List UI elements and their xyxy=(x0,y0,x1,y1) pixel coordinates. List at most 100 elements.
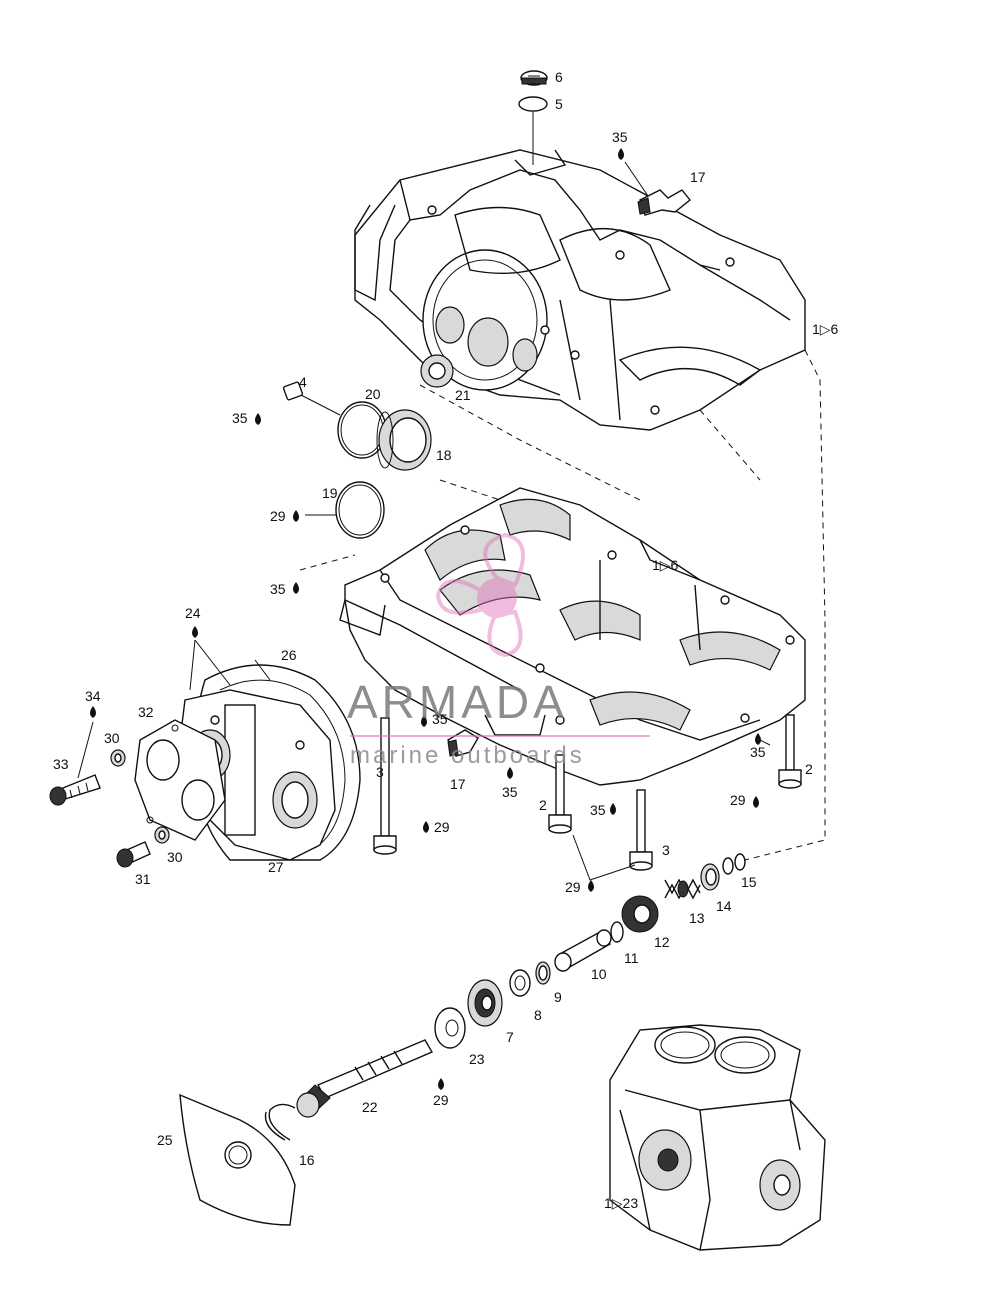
callout-3: 3 xyxy=(376,764,384,780)
circlip-part-16 xyxy=(264,1103,296,1141)
callout-35: 35 xyxy=(232,410,248,426)
drop-icon xyxy=(588,880,594,892)
drive-shaft-part-22 xyxy=(296,1039,434,1118)
flywheel-plate-part-25 xyxy=(179,1093,296,1226)
callout-12: 12 xyxy=(654,934,670,950)
callout-35: 35 xyxy=(270,581,286,597)
callout-3: 3 xyxy=(662,842,670,858)
callout-14: 14 xyxy=(716,898,732,914)
callout-2: 2 xyxy=(805,761,813,777)
drop-icon xyxy=(421,715,427,727)
washer-part-14 xyxy=(700,863,720,891)
callout-29: 29 xyxy=(433,1092,449,1108)
callout-8: 8 xyxy=(534,1007,542,1023)
washer-part-30-a xyxy=(110,749,126,767)
callout-24: 24 xyxy=(185,605,201,621)
callout-35: 35 xyxy=(432,711,448,727)
spring-part-13 xyxy=(664,878,701,900)
callout-30: 30 xyxy=(167,849,183,865)
callout-32: 32 xyxy=(138,704,154,720)
callout-35: 35 xyxy=(590,802,606,818)
callout-5: 5 xyxy=(555,96,563,112)
drop-icon xyxy=(438,1078,444,1090)
callout-27: 27 xyxy=(268,859,284,875)
callout-11: 11 xyxy=(624,950,639,966)
ring-part-20 xyxy=(337,401,387,459)
gasket-part-32 xyxy=(134,719,226,841)
callout-18: 18 xyxy=(436,447,452,463)
screw-part-31 xyxy=(116,841,151,868)
drop-icon xyxy=(423,821,429,833)
bolt-part-3-center xyxy=(629,789,653,871)
gear-part-12 xyxy=(621,895,659,933)
callout-33: 33 xyxy=(53,756,69,772)
o-ring-part-19 xyxy=(335,481,385,539)
watermark: ARMADA marine outboards xyxy=(347,532,650,769)
callout-21: 21 xyxy=(455,387,471,403)
bolt-part-2-center xyxy=(548,754,572,834)
bearing-part-7 xyxy=(467,979,503,1027)
drop-icon xyxy=(192,626,198,638)
callout-7: 7 xyxy=(506,1029,514,1045)
engine-assembly-thumbnail xyxy=(609,1024,826,1251)
bolt-part-2-right xyxy=(778,714,802,789)
callout-17: 17 xyxy=(690,169,706,185)
callout-19: 19 xyxy=(322,485,338,501)
callout-1-to-23: 1▷23 xyxy=(604,1195,638,1211)
ring-part-9 xyxy=(535,961,551,985)
callout-9: 9 xyxy=(554,989,562,1005)
callout-20: 20 xyxy=(365,386,381,402)
callout-22: 22 xyxy=(362,1099,378,1115)
watermark-subtitle: marine outboards xyxy=(350,742,585,769)
seal-part-21 xyxy=(420,354,454,388)
drop-icon xyxy=(755,733,761,745)
upper-crankcase xyxy=(354,149,806,431)
callout-29: 29 xyxy=(565,879,581,895)
callout-labels: 6 5 35 17 1▷6 21 4 35 20 18 19 29 35 1▷6… xyxy=(53,69,839,1211)
callout-29: 29 xyxy=(270,508,286,524)
callout-35: 35 xyxy=(502,784,518,800)
callout-23: 23 xyxy=(469,1051,485,1067)
drop-icon xyxy=(753,796,759,808)
callout-26: 26 xyxy=(281,647,297,663)
washer-part-30-b xyxy=(154,826,170,844)
sleeve-part-10 xyxy=(554,929,612,972)
ring-part-15 xyxy=(722,853,746,875)
callout-1-to-6: 1▷6 xyxy=(812,321,839,337)
callout-1-to-6: 1▷6 xyxy=(652,557,679,573)
drop-icon xyxy=(293,510,299,522)
assembly-guide-lines xyxy=(299,349,826,861)
callout-16: 16 xyxy=(299,1152,315,1168)
watermark-propeller-icon xyxy=(435,532,525,658)
bearing-part-18 xyxy=(376,409,432,471)
callout-29: 29 xyxy=(434,819,450,835)
drop-icon xyxy=(610,803,616,815)
washer-part-8 xyxy=(509,969,531,997)
plug-part-6 xyxy=(520,70,548,86)
callout-4: 4 xyxy=(299,374,307,390)
bolt-part-3-left xyxy=(373,717,397,855)
callout-34: 34 xyxy=(85,688,101,704)
lower-crankcase xyxy=(339,487,806,786)
callout-25: 25 xyxy=(157,1132,173,1148)
callout-35: 35 xyxy=(612,129,628,145)
callout-29: 29 xyxy=(730,792,746,808)
callout-15: 15 xyxy=(741,874,757,890)
callout-10: 10 xyxy=(591,966,607,982)
sealant-drop-icons xyxy=(90,148,761,1090)
callout-2: 2 xyxy=(539,797,547,813)
needle-bearing-part-4 xyxy=(282,381,341,416)
washer-part-11 xyxy=(610,921,624,943)
seal-part-23 xyxy=(434,1007,466,1049)
drop-icon xyxy=(90,706,96,718)
elbow-fitting-part-17-top xyxy=(637,189,691,216)
callout-30: 30 xyxy=(104,730,120,746)
drop-icon xyxy=(507,767,513,779)
callout-17: 17 xyxy=(450,776,466,792)
callout-6: 6 xyxy=(555,69,563,85)
drop-icon xyxy=(255,413,261,425)
callout-31: 31 xyxy=(135,871,151,887)
o-ring-part-5 xyxy=(518,96,548,112)
drop-icon xyxy=(293,582,299,594)
